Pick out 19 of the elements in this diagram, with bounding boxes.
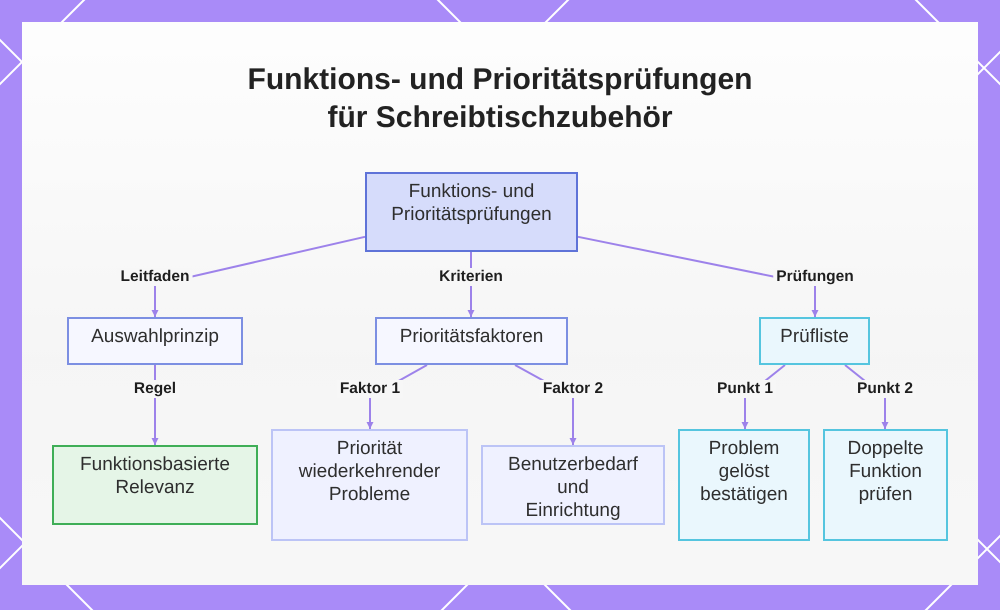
- process-box: [823, 429, 948, 541]
- box-label: Funktionsbasierte Relevanz: [79, 453, 231, 499]
- box-label: Doppelte Funktion prüfen: [846, 437, 925, 506]
- process-box: [375, 317, 568, 365]
- box-label: Priorität wiederkehrender Probleme: [298, 437, 442, 506]
- box-label: Funktions- und Prioritätsprüfungen: [390, 180, 553, 226]
- process-box: [759, 317, 870, 365]
- process-box: [481, 445, 665, 525]
- process-box: [67, 317, 243, 365]
- box-label: Prioritätsfaktoren: [400, 325, 544, 348]
- box-label: Auswahlprinzip: [91, 325, 219, 348]
- diagram-title: Funktions- und Prioritätsprüfungen für Schreibtischzubehör: [246, 62, 754, 136]
- process-box: [678, 429, 810, 541]
- process-box: [52, 445, 258, 525]
- process-box: [271, 429, 468, 541]
- box-label: Problem gelöst bestätigen: [699, 437, 789, 506]
- process-box: [365, 172, 578, 252]
- box-label: Prüfliste: [780, 325, 849, 348]
- box-label: Benutzerbedarf und Einrichtung: [507, 453, 639, 522]
